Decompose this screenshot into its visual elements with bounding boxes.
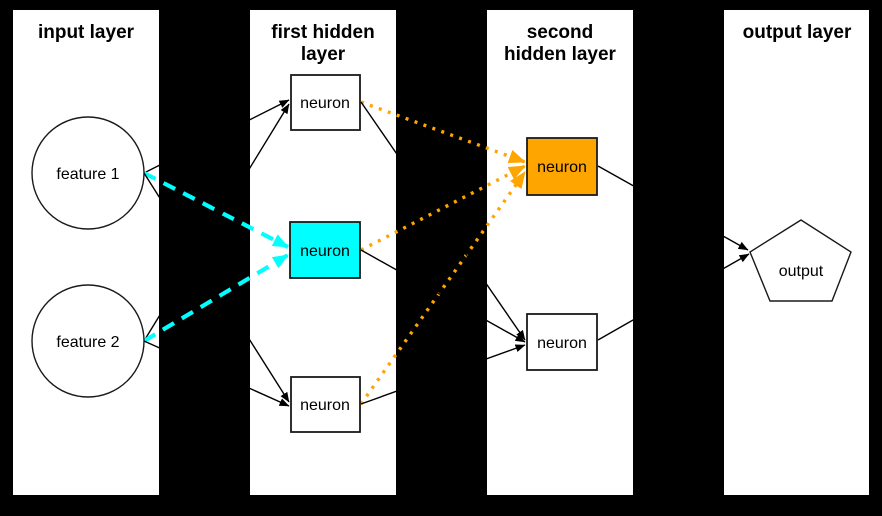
- hidden2-top-neuron-box: [526, 137, 598, 196]
- edge-h1_mid-to-h2_bot: [360, 249, 526, 343]
- hidden2-top-neuron-label: neuron: [537, 159, 587, 176]
- feature1-circle: [31, 116, 145, 230]
- panel-input-layer-title: input layer: [38, 22, 135, 43]
- edge-h1_bot-to-h2_bot: [360, 344, 526, 405]
- feature1-label: feature 1: [56, 166, 119, 183]
- node-hidden1-middle-neuron: neuron: [289, 221, 361, 279]
- edge-feature1-to-h1_top: [143, 99, 290, 174]
- hidden1-middle-neuron-box: [289, 221, 361, 279]
- node-feature2: feature 2: [31, 284, 145, 398]
- edge-h2_bot-to-output: [597, 253, 750, 341]
- edge-feature2-to-h1_top: [143, 103, 290, 342]
- network-nodes: feature 1 feature 2 neuron neuron neuron…: [31, 74, 852, 433]
- feature2-circle: [31, 284, 145, 398]
- panel-second-hidden-layer: second hidden layer: [487, 10, 633, 495]
- edge-h1_top-to-h2_top: [360, 100, 526, 164]
- edge-feature2-to-h1_bot: [143, 340, 290, 407]
- panel-input-layer-bg: [13, 10, 159, 495]
- node-output: output: [749, 219, 852, 302]
- hidden1-middle-neuron-label: neuron: [300, 243, 350, 260]
- edge-feature1-to-h1_bot: [143, 172, 290, 403]
- panel-first-hidden-layer-title-line1: first hidden: [271, 22, 374, 43]
- panel-output-layer-title: output layer: [743, 22, 852, 43]
- edge-feature1-to-h1_mid: [143, 171, 289, 249]
- hidden1-bottom-neuron-label: neuron: [300, 397, 350, 414]
- node-hidden1-bottom-neuron: neuron: [290, 376, 361, 433]
- node-hidden1-top-neuron: neuron: [290, 74, 361, 131]
- output-pentagon: [749, 219, 852, 302]
- edge-h1_top-to-h2_bot: [360, 101, 526, 341]
- panel-input-layer: input layer: [13, 10, 159, 495]
- layer-panels: input layer first hidden layer second hi…: [13, 10, 869, 495]
- panel-second-hidden-layer-bg: [487, 10, 633, 495]
- edge-h2_top-to-output: [597, 165, 749, 251]
- edge-feature2-to-h1_mid: [142, 253, 290, 343]
- hidden2-bottom-neuron-label: neuron: [537, 335, 587, 352]
- edges-layer: [142, 99, 750, 407]
- hidden1-top-neuron-label: neuron: [300, 95, 350, 112]
- node-hidden2-top-neuron: neuron: [526, 137, 598, 196]
- node-hidden2-bottom-neuron: neuron: [526, 313, 598, 371]
- panel-first-hidden-layer-title-line2: layer: [301, 44, 346, 65]
- hidden1-top-neuron-box: [290, 74, 361, 131]
- feature2-label: feature 2: [56, 334, 119, 351]
- panel-second-hidden-layer-title-line2: hidden layer: [504, 44, 617, 65]
- panel-second-hidden-layer-title-line1: second: [527, 22, 594, 43]
- edge-h1_mid-to-h2_top: [360, 164, 526, 252]
- hidden1-bottom-neuron-box: [290, 376, 361, 433]
- output-label: output: [779, 263, 824, 280]
- hidden2-bottom-neuron-box: [526, 313, 598, 371]
- node-feature1: feature 1: [31, 116, 145, 230]
